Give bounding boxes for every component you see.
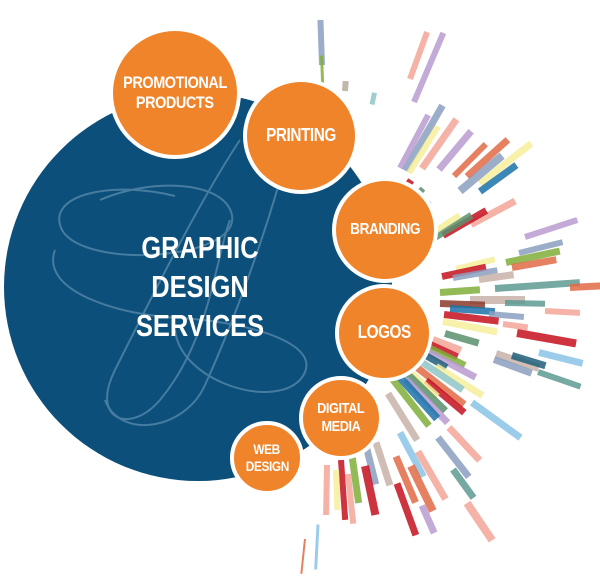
title-line-3: SERVICES: [135, 308, 265, 343]
service-label-line: PRODUCTS: [136, 93, 214, 112]
service-logos[interactable]: LOGOS: [335, 284, 433, 382]
color-ray: [470, 296, 525, 304]
service-web-design[interactable]: WEB DESIGN: [230, 421, 304, 495]
service-label-line: MEDIA: [321, 418, 361, 435]
service-label-line: WEB: [253, 441, 281, 458]
service-printing[interactable]: PRINTING: [243, 78, 359, 194]
service-label-line: LOGOS: [357, 322, 411, 343]
service-label-line: DIGITAL: [317, 400, 365, 417]
service-branding[interactable]: BRANDING: [332, 177, 438, 283]
service-label-line: PRINTING: [266, 125, 336, 146]
service-label-line: PROMOTIONAL: [123, 72, 227, 92]
title-line-2: DESIGN: [151, 269, 249, 304]
service-label-line: BRANDING: [350, 221, 420, 239]
service-digital-media[interactable]: DIGITAL MEDIA: [299, 376, 383, 460]
title-line-1: GRAPHIC: [141, 230, 259, 265]
page-title: GRAPHIC DESIGN SERVICES: [100, 228, 300, 345]
service-label-line: DESIGN: [245, 458, 289, 474]
service-promotional-products[interactable]: PROMOTIONAL PRODUCTS: [109, 27, 241, 159]
